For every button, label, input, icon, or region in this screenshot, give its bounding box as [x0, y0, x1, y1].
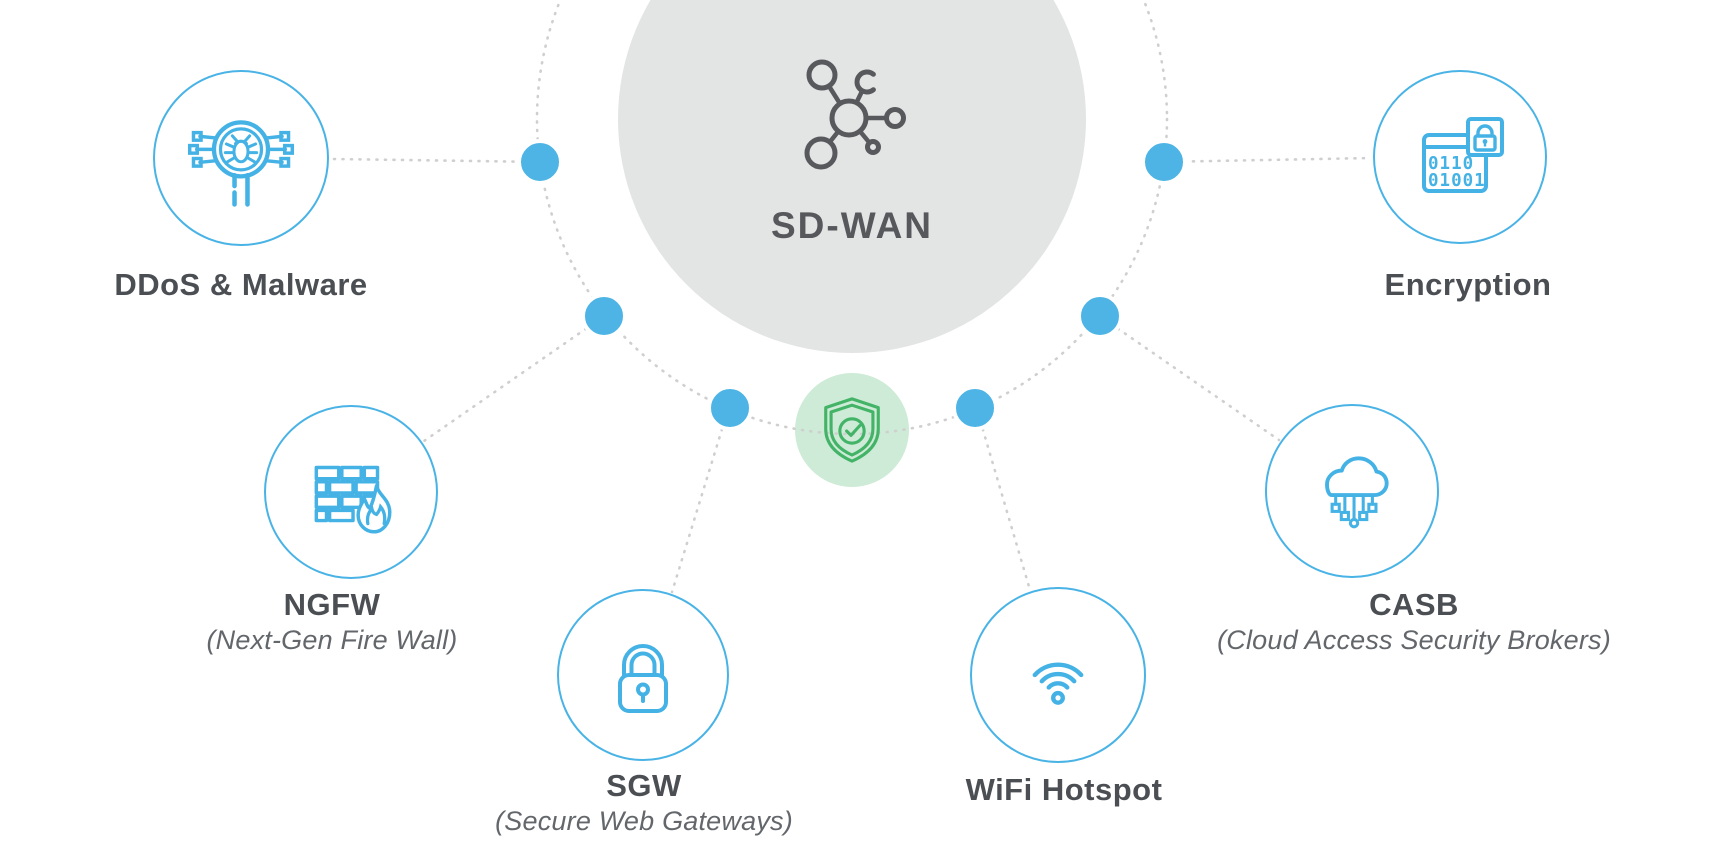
junction-dot — [707, 385, 753, 431]
connector-encryption — [1157, 156, 1373, 164]
node-title: DDoS & Malware — [114, 267, 368, 302]
junction-dot — [1077, 293, 1123, 339]
hub-title: SD-WAN — [770, 205, 934, 246]
node-subtitle: (Cloud Access Security Brokers) — [1217, 625, 1611, 656]
network-nodes-icon — [804, 59, 906, 170]
wifi-icon — [1032, 662, 1084, 705]
malware-scan-icon — [187, 120, 295, 207]
node-circle-encryption: 0110 01001 — [1373, 70, 1547, 244]
node-label-wifi: WiFi Hotspot — [864, 772, 1264, 807]
connector-ngfw — [422, 317, 602, 443]
node-title: WiFi Hotspot — [965, 772, 1163, 807]
firewall-flame-icon — [314, 465, 392, 534]
node-label-sgw: SGW (Secure Web Gateways) — [444, 768, 844, 837]
node-title: SGW — [606, 768, 682, 803]
node-label-ngfw: NGFW (Next-Gen Fire Wall) — [132, 587, 532, 656]
sdwan-hub-circle — [618, 0, 1086, 353]
padlock-icon — [618, 644, 668, 713]
node-circle-ddos — [153, 70, 329, 246]
binary-lock-icon: 0110 01001 — [1422, 117, 1504, 193]
node-label-casb: CASB (Cloud Access Security Brokers) — [1180, 587, 1648, 656]
junction-dot — [952, 385, 998, 431]
node-circle-sgw — [557, 589, 729, 761]
connector-ddos — [332, 157, 547, 164]
junction-dot — [517, 139, 563, 185]
node-title: NGFW — [283, 587, 381, 622]
node-subtitle: (Secure Web Gateways) — [495, 806, 793, 837]
node-circle-casb — [1265, 404, 1439, 578]
connector-wifi — [976, 411, 1032, 592]
connector-casb — [1102, 317, 1281, 442]
shield-check-icon — [824, 397, 880, 463]
junction-dot — [1141, 139, 1187, 185]
node-circle-ngfw — [264, 405, 438, 579]
binary-line-1: 0110 — [1428, 154, 1474, 174]
node-subtitle: (Next-Gen Fire Wall) — [206, 625, 458, 656]
node-title: Encryption — [1384, 267, 1552, 302]
junction-dot — [581, 293, 627, 339]
connector-sgw — [670, 411, 729, 594]
node-label-encryption: Encryption — [1268, 267, 1668, 302]
node-label-ddos: DDoS & Malware — [41, 267, 441, 302]
node-title: CASB — [1369, 587, 1459, 622]
node-circle-wifi — [970, 587, 1146, 763]
cloud-circuit-icon — [1325, 456, 1389, 529]
binary-line-2: 01001 — [1428, 171, 1486, 191]
